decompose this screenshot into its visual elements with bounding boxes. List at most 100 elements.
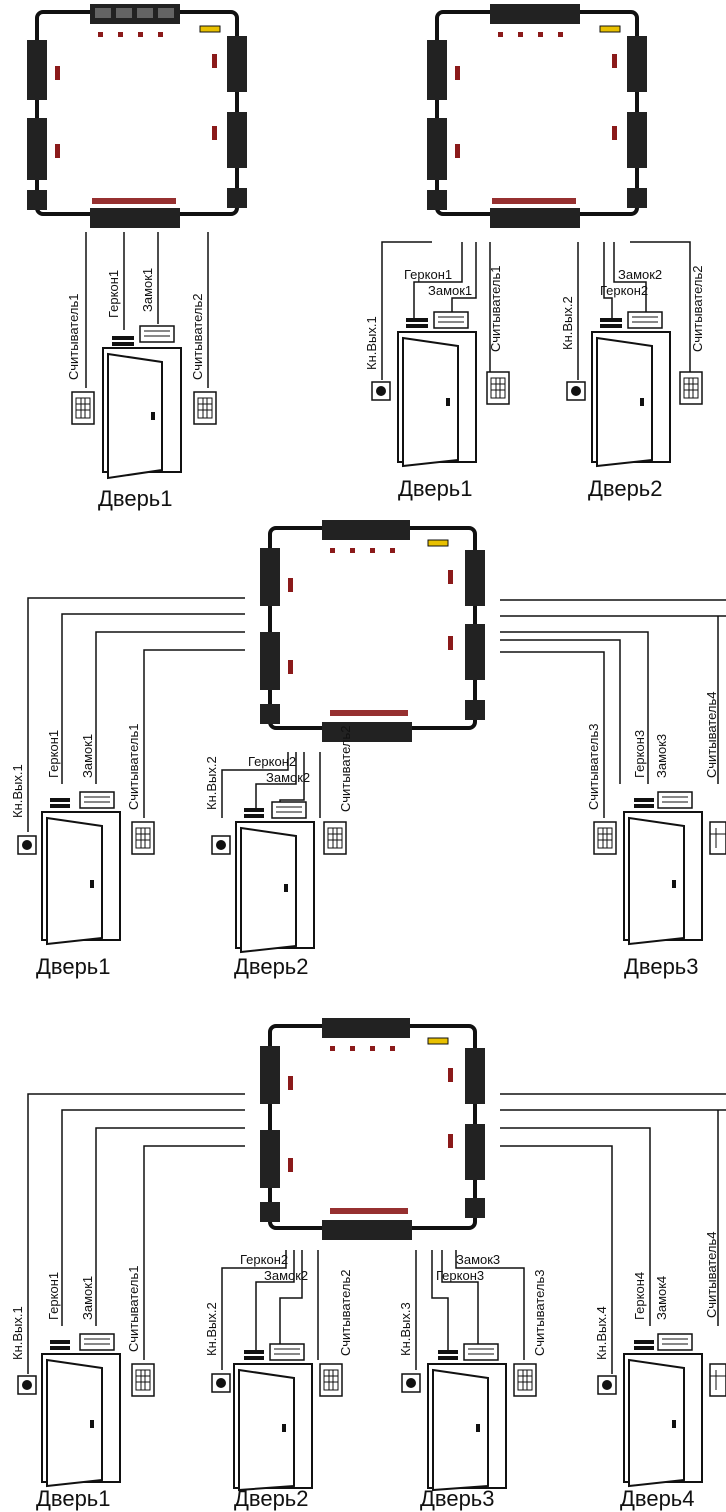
door-icon [623, 1353, 703, 1488]
label-sensor: Геркон2 [600, 283, 648, 298]
card-reader-icon [131, 1363, 155, 1397]
card-reader-icon [323, 821, 347, 855]
exit-button-icon [17, 835, 37, 855]
diagram-4: Кн.Вых.1 Геркон1 Замок1 Считыватель1 Кн.… [10, 1018, 726, 1511]
exit-button-icon [401, 1373, 421, 1393]
reed-switch-icon [634, 1340, 654, 1350]
exit-button-icon [211, 1373, 231, 1393]
label-reader: Считыватель2 [338, 1270, 353, 1356]
label-lock: Замок2 [264, 1268, 308, 1283]
exit-button-icon [211, 835, 231, 855]
door-title: Дверь2 [588, 476, 663, 501]
diagram-2: Кн.Вых.1 Геркон1 Замок1 Считыватель1 Кн.… [364, 4, 705, 501]
lock-icon [463, 1343, 499, 1361]
label-lock: Замок4 [654, 1276, 669, 1320]
door-icon [427, 1363, 507, 1492]
door-icon [623, 811, 703, 946]
diagram-3: Кн.Вых.1 Геркон1 Замок1 Считыватель1 Кн.… [10, 520, 726, 979]
label-lock: Замок3 [456, 1252, 500, 1267]
label-reader: Считыватель1 [66, 294, 81, 380]
label-reader: Считыватель4 [704, 1232, 719, 1318]
door-icon [102, 347, 182, 480]
door-title: Дверь3 [420, 1486, 495, 1511]
card-reader-icon [679, 371, 703, 405]
door-title: Дверь2 [234, 1486, 309, 1511]
door-icon [233, 1363, 313, 1492]
label-lock: Замок1 [140, 268, 155, 312]
diagram-1: Считыватель1 Геркон1 Замок1 Считыватель2 [27, 4, 247, 511]
label-sensor: Геркон1 [106, 270, 121, 318]
label-sensor: Геркон1 [46, 1272, 61, 1320]
label-reader: Считыватель3 [532, 1270, 547, 1356]
controller-board-icon [427, 4, 647, 228]
label-sensor: Геркон1 [46, 730, 61, 778]
label-lock: Замок1 [80, 734, 95, 778]
label-sensor: Геркон2 [240, 1252, 288, 1267]
lock-icon [433, 311, 469, 329]
door-icon [397, 331, 477, 468]
door-icon [41, 811, 121, 946]
reed-switch-icon [112, 336, 134, 346]
lock-icon [657, 791, 693, 809]
label-exit-button: Кн.Вых.3 [398, 1302, 413, 1356]
label-sensor: Геркон4 [632, 1272, 647, 1320]
label-sensor: Геркон2 [248, 754, 296, 769]
door-title: Дверь1 [36, 954, 111, 979]
label-sensor: Геркон3 [436, 1268, 484, 1283]
label-lock: Замок2 [266, 770, 310, 785]
label-reader: Считыватель1 [488, 266, 503, 352]
door-icon [591, 331, 671, 468]
door-title: Дверь2 [234, 954, 309, 979]
card-reader-icon [709, 1363, 726, 1397]
label-reader: Считыватель1 [126, 724, 141, 810]
door-title: Дверь4 [620, 1486, 695, 1511]
door-title: Дверь1 [36, 1486, 111, 1511]
reed-switch-icon [50, 1340, 70, 1350]
label-exit-button: Кн.Вых.1 [10, 1306, 25, 1360]
reed-switch-icon [244, 1350, 264, 1360]
card-reader-icon [71, 391, 95, 425]
reed-switch-icon [406, 318, 428, 328]
card-reader-icon [513, 1363, 537, 1397]
exit-button-icon [597, 1375, 617, 1395]
door-title: Дверь3 [624, 954, 699, 979]
label-exit-button: Кн.Вых.4 [594, 1306, 609, 1360]
label-reader: Считыватель2 [690, 266, 705, 352]
card-reader-icon [486, 371, 510, 405]
label-lock: Замок1 [428, 283, 472, 298]
door-icon [41, 1353, 121, 1488]
card-reader-icon [593, 821, 617, 855]
lock-icon [627, 311, 663, 329]
reed-switch-icon [634, 798, 654, 808]
label-exit-button: Кн.Вых.2 [204, 756, 219, 810]
label-lock: Замок3 [654, 734, 669, 778]
reed-switch-icon [600, 318, 622, 328]
label-lock: Замок1 [80, 1276, 95, 1320]
label-lock: Замок2 [618, 267, 662, 282]
reed-switch-icon [244, 808, 264, 818]
label-reader: Считыватель1 [126, 1266, 141, 1352]
lock-icon [79, 791, 115, 809]
label-exit-button: Кн.Вых.1 [10, 764, 25, 818]
exit-button-icon [566, 381, 586, 401]
label-reader: Считыватель2 [338, 726, 353, 812]
lock-icon [269, 1343, 305, 1361]
label-exit-button: Кн.Вых.2 [560, 296, 575, 350]
lock-icon [79, 1333, 115, 1351]
label-exit-button: Кн.Вых.2 [204, 1302, 219, 1356]
exit-button-icon [17, 1375, 37, 1395]
card-reader-icon [193, 391, 217, 425]
card-reader-icon [131, 821, 155, 855]
label-reader: Считыватель3 [586, 724, 601, 810]
controller-board-icon [260, 1018, 485, 1240]
reed-switch-icon [438, 1350, 458, 1360]
label-exit-button: Кн.Вых.1 [364, 316, 379, 370]
card-reader-icon [319, 1363, 343, 1397]
label-sensor: Геркон3 [632, 730, 647, 778]
label-reader: Считыватель4 [704, 692, 719, 778]
label-sensor: Геркон1 [404, 267, 452, 282]
controller-board-icon [27, 4, 247, 228]
card-reader-icon [709, 821, 726, 855]
exit-button-icon [371, 381, 391, 401]
lock-icon [271, 801, 307, 819]
